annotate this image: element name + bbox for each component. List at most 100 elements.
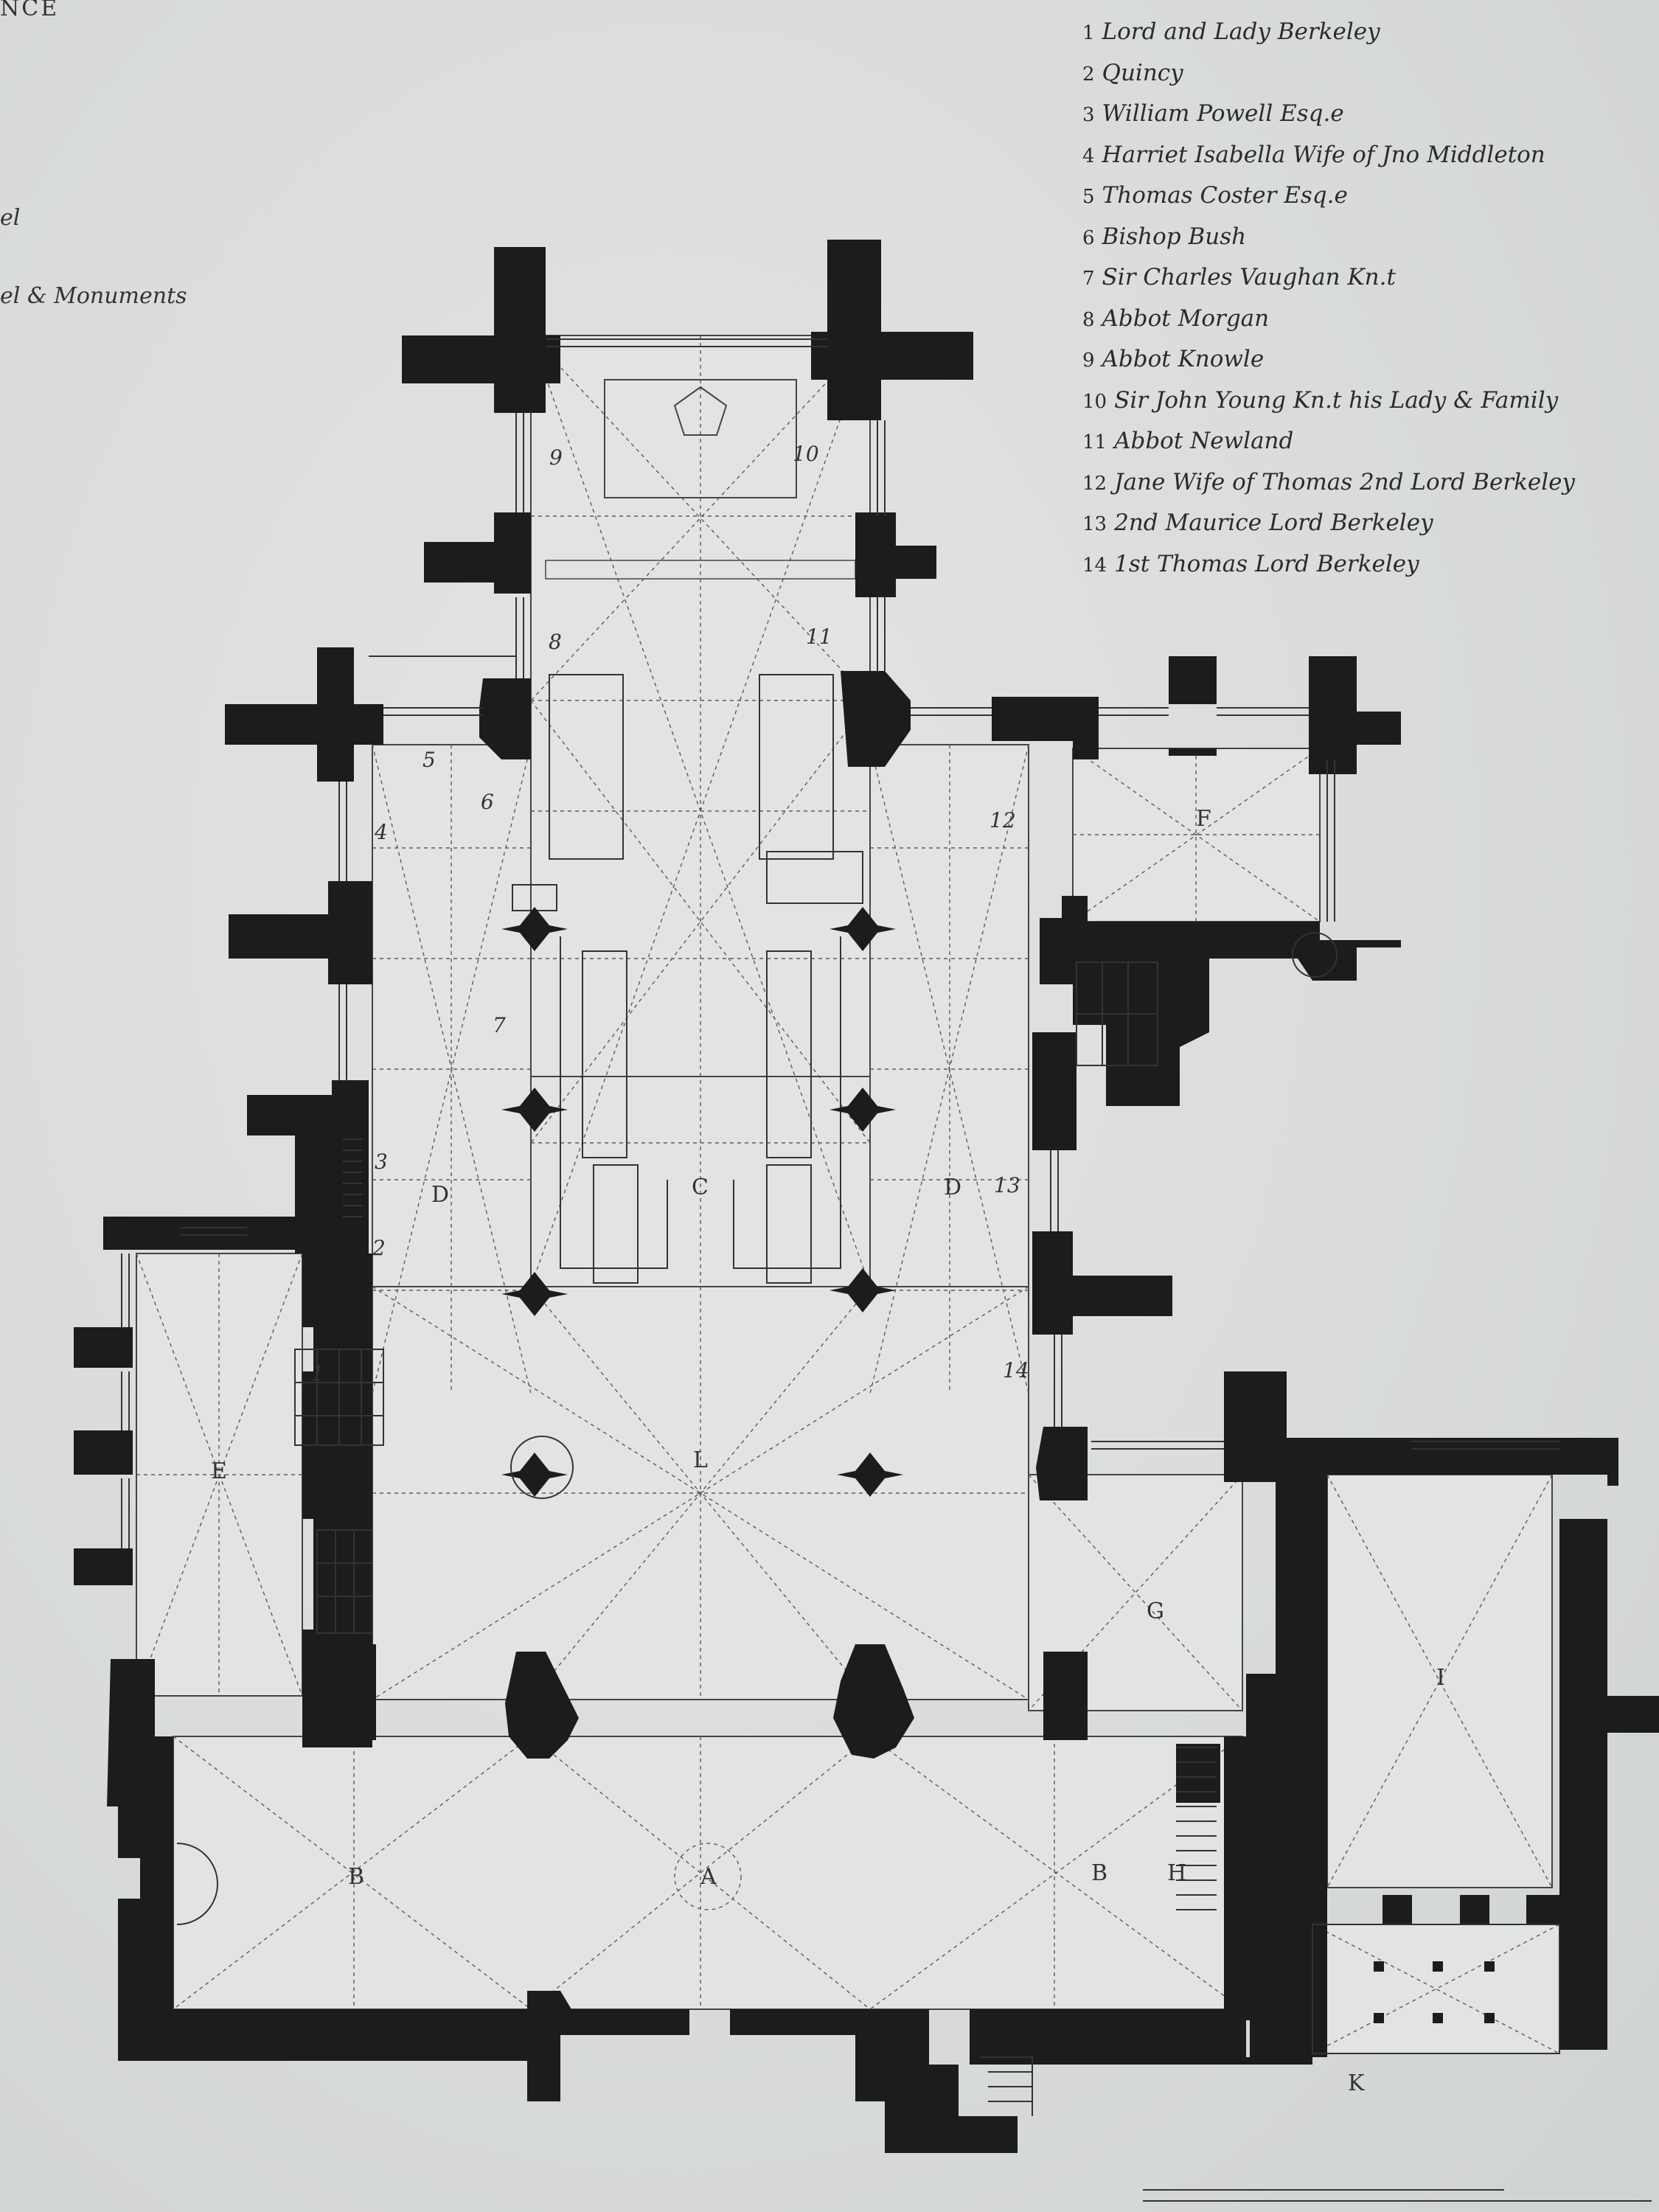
n-chapel-buttress bbox=[424, 512, 531, 594]
west-wall bbox=[107, 1659, 689, 2101]
room-i-east-buttress bbox=[1607, 1696, 1659, 1733]
room-label-k: K bbox=[1348, 2070, 1365, 2096]
monument-13: 13 bbox=[994, 1173, 1020, 1197]
sw-corner-pier bbox=[1224, 1736, 1253, 2009]
legend-number: 6 bbox=[1082, 226, 1095, 249]
room-label-c: C bbox=[692, 1175, 709, 1200]
stall-block bbox=[766, 950, 812, 1158]
spiral-stair bbox=[510, 1436, 574, 1499]
monument-14: 14 bbox=[1003, 1358, 1029, 1382]
chapel-f-south-wall bbox=[1040, 896, 1401, 1106]
legend-item: 5 Thomas Coster Esq.e bbox=[1082, 175, 1643, 217]
legend-text: Abbot Morgan bbox=[1102, 305, 1270, 332]
room-k-piers bbox=[1374, 1961, 1495, 2023]
legend-text: 1st Thomas Lord Berkeley bbox=[1114, 550, 1419, 577]
altar-pentagon bbox=[673, 386, 728, 436]
room-label-b-north: B bbox=[348, 1864, 364, 1890]
spiral-stairs bbox=[176, 932, 1560, 2116]
room-label-b-south: B bbox=[1091, 1860, 1107, 1886]
window-tracery bbox=[121, 338, 1652, 2202]
monument-2: 2 bbox=[372, 1236, 386, 1260]
se-buttress bbox=[811, 240, 973, 420]
chapel-f-north-wall bbox=[992, 697, 1099, 759]
legend-text: Abbot Newland bbox=[1114, 428, 1294, 454]
s-aisle-buttress bbox=[1032, 1032, 1077, 1150]
monument-4: 4 bbox=[374, 820, 388, 844]
legend-number: 5 bbox=[1082, 186, 1095, 208]
room-labels: A B B C D D E F G H I K L bbox=[211, 806, 1445, 2096]
room-label-l: L bbox=[693, 1447, 708, 1473]
s-chapel-buttress bbox=[855, 512, 936, 597]
stall-block bbox=[766, 1164, 812, 1284]
monument-12: 12 bbox=[990, 808, 1016, 832]
legend-number: 12 bbox=[1082, 472, 1107, 495]
room-label-d-south: D bbox=[944, 1175, 961, 1200]
monument-3: 3 bbox=[375, 1150, 388, 1174]
legend-item: 14 1st Thomas Lord Berkeley bbox=[1082, 544, 1643, 585]
legend-number: 9 bbox=[1082, 349, 1095, 372]
legend-item: 3 William Powell Esq.e bbox=[1082, 94, 1643, 135]
s-aisle-sw-pier bbox=[1036, 1427, 1088, 1500]
legend-number: 13 bbox=[1082, 513, 1107, 535]
porch-steps bbox=[981, 2056, 1033, 2116]
s-aisle-buttress-lower bbox=[1032, 1231, 1172, 1335]
south-stair-wall bbox=[1176, 1744, 1220, 1803]
room-i-south-pier bbox=[1460, 1895, 1489, 1924]
nave-pier bbox=[833, 1644, 914, 1759]
legend-text: Abbot Knowle bbox=[1102, 346, 1265, 372]
monument-9: 9 bbox=[549, 445, 563, 470]
monument-5: 5 bbox=[422, 748, 436, 772]
west-wall-sw bbox=[970, 2009, 1312, 2065]
pier bbox=[837, 1453, 903, 1497]
ne-corner-pier bbox=[479, 678, 531, 759]
stall-block bbox=[759, 674, 834, 860]
legend-number: 14 bbox=[1082, 554, 1107, 577]
room-i-north-wall bbox=[1327, 1438, 1618, 1486]
legend-number: 3 bbox=[1082, 104, 1095, 126]
nw-buttress bbox=[225, 647, 383, 782]
tower-stair-treads bbox=[343, 1138, 363, 1217]
legend-number: 10 bbox=[1082, 390, 1107, 413]
room-k-columns bbox=[1312, 1924, 1560, 2054]
monument-numbers: 1 2 3 4 5 6 7 8 9 10 11 12 13 14 bbox=[311, 442, 1029, 1385]
pier bbox=[501, 1272, 568, 1316]
vault-ribs bbox=[136, 335, 1560, 2054]
legend-number: 1 bbox=[1082, 22, 1095, 44]
choir-screen bbox=[560, 936, 841, 1269]
legend-number: 2 bbox=[1082, 63, 1095, 86]
stall-block bbox=[766, 851, 863, 904]
legend-number: 4 bbox=[1082, 145, 1095, 167]
legend-item: 9 Abbot Knowle bbox=[1082, 339, 1643, 380]
room-label-i: I bbox=[1436, 1665, 1445, 1691]
legend-text: Sir Charles Vaughan Kn.t bbox=[1102, 264, 1396, 291]
stall-block bbox=[593, 1164, 639, 1284]
west-porch-pier bbox=[527, 1991, 571, 2035]
north-chapel-screen bbox=[294, 1349, 384, 1446]
chapel-f-pier bbox=[1169, 656, 1217, 756]
stall-block bbox=[582, 950, 627, 1158]
title-fragment: NCE bbox=[0, 0, 60, 21]
pier bbox=[501, 907, 568, 951]
monument-7: 7 bbox=[493, 1013, 506, 1037]
legend-text: Thomas Coster Esq.e bbox=[1102, 182, 1348, 209]
legend-number: 8 bbox=[1082, 308, 1095, 331]
legend-text: William Powell Esq.e bbox=[1102, 100, 1344, 127]
n-transept-pier bbox=[302, 1644, 376, 1740]
legend-text: Sir John Young Kn.t his Lady & Family bbox=[1114, 386, 1559, 414]
room-label-a: A bbox=[700, 1864, 717, 1890]
north-chapel-screen-2 bbox=[316, 1529, 373, 1634]
pier bbox=[501, 1088, 568, 1132]
spiral-stair bbox=[1292, 932, 1338, 978]
monument-11: 11 bbox=[806, 625, 832, 649]
pier bbox=[501, 1453, 568, 1497]
vestry-screen bbox=[1076, 961, 1158, 1066]
west-wall-south bbox=[730, 2009, 1018, 2153]
sw-tower-pier bbox=[1043, 1652, 1088, 1740]
legend-text: Harriet Isabella Wife of Jno Middleton bbox=[1102, 141, 1545, 168]
arcade-piers bbox=[501, 907, 903, 1497]
